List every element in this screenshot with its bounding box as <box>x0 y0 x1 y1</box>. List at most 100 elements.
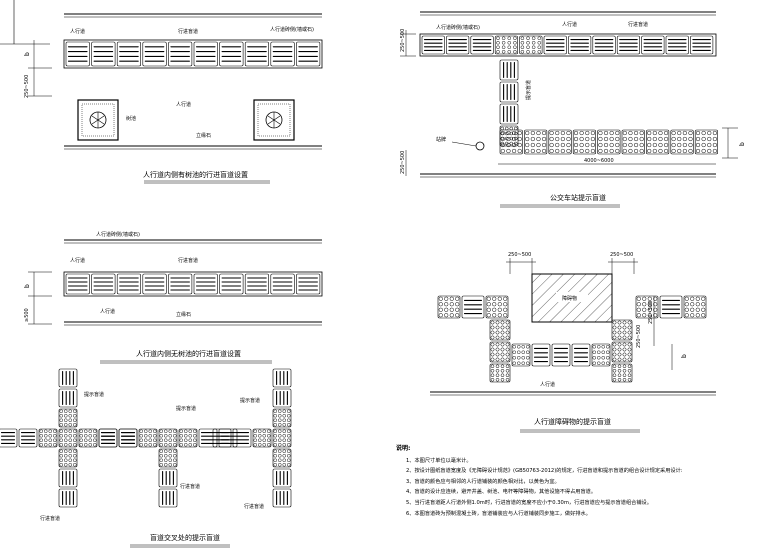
label-walk-guide-1: 行进盲道 <box>178 28 198 35</box>
warn-tile <box>611 319 633 341</box>
warn-tile <box>511 343 531 367</box>
warn-tile <box>494 35 519 55</box>
walk-tile <box>58 468 78 488</box>
intersection-label: 提示盲道 <box>84 391 104 398</box>
warn-tile <box>611 341 633 363</box>
label-sidewalk-3: 人行道 <box>562 21 577 28</box>
walk-tile <box>65 273 90 295</box>
walk-tile <box>499 103 519 125</box>
stop-pole <box>475 141 485 151</box>
warn-tile <box>58 428 78 448</box>
walk-guide-tiles-1 <box>65 41 321 67</box>
walk-tile <box>98 428 118 448</box>
walk-tile <box>568 35 592 55</box>
dim-obs-left: 250~500 <box>508 252 531 258</box>
walk-tile <box>499 81 519 103</box>
walk-tile <box>272 388 292 408</box>
warn-tile <box>272 408 292 428</box>
bus-stop-tiles <box>421 35 719 155</box>
label-curb-outer-2: 人行道砖侧(墙或石) <box>96 231 140 238</box>
walk-tile <box>219 273 244 295</box>
warn-tile <box>78 428 98 448</box>
warn-tile <box>272 428 292 448</box>
warn-tile <box>158 448 178 468</box>
walk-tile <box>142 41 167 67</box>
title-tree-pit: 人行道内侧有树池的行进盲道设置 <box>143 170 248 179</box>
label-tree: 树池 <box>126 115 136 122</box>
warn-tile <box>621 129 645 155</box>
warn-tile <box>635 295 659 319</box>
warn-tile <box>597 129 621 155</box>
intersection-label: 行进盲道 <box>180 483 200 490</box>
warn-tile <box>252 428 272 448</box>
walk-tile <box>272 488 292 508</box>
tree-pit-left <box>77 99 119 141</box>
walk-tile <box>272 368 292 388</box>
walk-tile <box>641 35 665 55</box>
dim-b-3: b <box>739 142 746 146</box>
walk-tile <box>232 428 252 448</box>
label-sidewalk-2: 人行道 <box>70 257 85 264</box>
warn-tile <box>694 129 719 155</box>
dim-500-2: ≥500 <box>24 308 30 322</box>
walk-tile <box>168 41 193 67</box>
warn-tile <box>591 343 611 367</box>
walk-tile <box>296 273 321 295</box>
warn-tile <box>611 363 633 383</box>
obstacle-section: 250~500 250~500 障碍物 250~500 250~500 b 人行… <box>430 252 716 433</box>
walk-tile <box>219 41 244 67</box>
dim-b-1: b <box>24 52 31 56</box>
dim-bus-bot: 250~500 <box>400 151 406 174</box>
intersection-label: 行进盲道 <box>40 515 60 522</box>
dim-bus-top: 250~500 <box>400 29 406 52</box>
note-item: 4、盲道的设计应连续，避开井盖、树池、电杆等障碍物，其他设施不得占用盲道。 <box>406 489 597 496</box>
warn-tile <box>499 129 523 155</box>
warn-tile <box>524 129 548 155</box>
walk-tile <box>58 368 78 388</box>
title-bus-stop: 公交车站提示盲道 <box>550 193 606 202</box>
obstacle-tiles <box>437 295 707 383</box>
label-sidewalk-1b: 人行道 <box>176 101 191 108</box>
warn-tile <box>683 295 707 319</box>
intersection-label: 提示盲道 <box>240 397 260 404</box>
warn-tile <box>485 295 509 319</box>
warn-tile <box>138 428 158 448</box>
walk-tile <box>296 41 321 67</box>
walk-tile <box>142 273 167 295</box>
walk-tile <box>543 35 567 55</box>
warn-tile <box>58 408 78 428</box>
walk-guide-strip-1 <box>63 39 323 69</box>
label-bus-warn: 提示盲道 <box>525 80 532 100</box>
walk-tile <box>91 273 116 295</box>
bus-stop-section: 人行道砖侧(墙或石) 人行道 行进盲道 250~500 提示盲道 站牌 b 40… <box>400 11 746 208</box>
walk-tile <box>531 343 551 367</box>
walk-tile <box>470 35 494 55</box>
walk-tile <box>421 35 445 55</box>
label-obstacle: 障碍物 <box>562 295 577 302</box>
walk-tile <box>270 273 295 295</box>
walk-tile <box>91 41 116 67</box>
walk-tile <box>218 428 238 448</box>
walk-tile <box>118 428 138 448</box>
walk-tile <box>690 35 714 55</box>
title-obstacle: 人行道障碍物的提示盲道 <box>534 417 611 426</box>
walk-tile <box>168 273 193 295</box>
walk-tile <box>244 41 269 67</box>
label-stop-pole: 站牌 <box>436 136 446 143</box>
label-walk-guide-2: 行进盲道 <box>178 257 198 264</box>
walk-tile <box>58 488 78 508</box>
walk-tile <box>65 41 90 67</box>
warn-tile <box>646 129 670 155</box>
walk-tile <box>18 428 38 448</box>
walk-tile <box>499 59 519 81</box>
dim-b-4: b <box>681 354 688 358</box>
note-item: 5、当行进盲道距人行道外侧1.0m时，行进盲道的宽度不应小于0.30m，行进盲道… <box>406 499 652 506</box>
walk-tile <box>244 273 269 295</box>
walk-guide-strip-2 <box>63 271 323 297</box>
walk-tile <box>98 428 118 448</box>
warn-tile <box>178 428 198 448</box>
dim-4000: 4000~6000 <box>584 158 614 164</box>
dim-obs-right: 250~500 <box>610 252 633 258</box>
walk-tile <box>193 273 218 295</box>
